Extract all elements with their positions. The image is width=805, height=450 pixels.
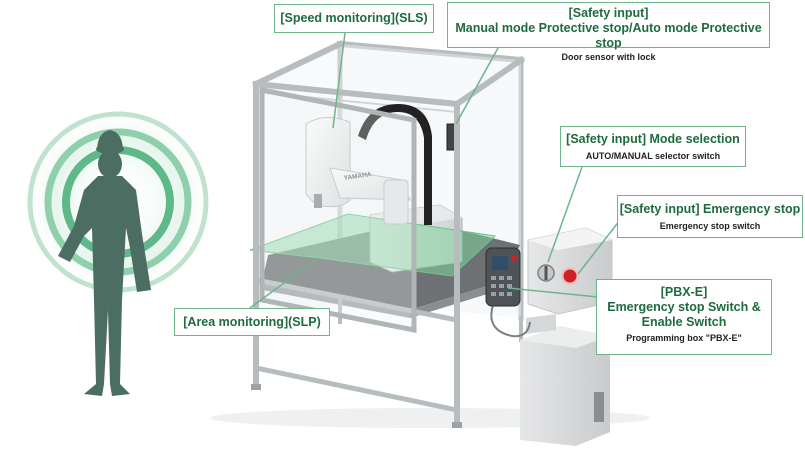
emergency-stop-switch-icon <box>561 267 579 285</box>
callout-protective-stop-sub: Door sensor with lock <box>561 52 656 62</box>
callout-pbx-e-sub: Programming box "PBX-E" <box>626 333 742 343</box>
callout-mode-selection: [Safety input] Mode selection AUTO/MANUA… <box>560 126 746 167</box>
callout-safety-input-protective-stop: [Safety input] Manual mode Protective st… <box>447 2 770 62</box>
cell-door <box>259 86 417 334</box>
mode-selector-switch-icon <box>537 264 555 282</box>
operator-person-icon <box>58 130 151 396</box>
callout-protective-stop-title: [Safety input] <box>568 6 649 20</box>
callout-pbx-e-line2: Emergency stop Switch & <box>607 300 761 314</box>
callout-emergency-stop-title: [Safety input] Emergency stop <box>619 202 801 216</box>
callout-emergency-stop: [Safety input] Emergency stop Emergency … <box>617 195 803 238</box>
slp-area-zone <box>249 213 497 277</box>
callout-emergency-stop-sub: Emergency stop switch <box>659 221 761 231</box>
callout-pbx-e-line3: Enable Switch <box>641 315 727 329</box>
callout-speed-monitoring: [Speed monitoring](SLS) <box>274 4 434 33</box>
robot-brand-label: YAMAHA <box>343 171 372 182</box>
callout-area-monitoring-title: [Area monitoring](SLP) <box>183 315 321 329</box>
callout-mode-selection-sub: AUTO/MANUAL selector switch <box>585 151 721 161</box>
scara-robot: YAMAHA <box>305 104 432 225</box>
callout-pbx-e: [PBX-E] Emergency stop Switch & Enable S… <box>596 279 772 355</box>
callout-area-monitoring: [Area monitoring](SLP) <box>174 308 330 336</box>
callout-leader-lines <box>249 32 621 309</box>
callout-mode-selection-title: [Safety input] Mode selection <box>566 132 740 146</box>
callout-pbx-e-title: [PBX-E] <box>660 285 708 299</box>
callout-speed-monitoring-title: [Speed monitoring](SLS) <box>280 11 428 25</box>
programming-box-pbx-e <box>485 247 531 338</box>
callout-protective-stop-line2: Manual mode Protective stop/Auto mode Pr… <box>455 21 762 50</box>
